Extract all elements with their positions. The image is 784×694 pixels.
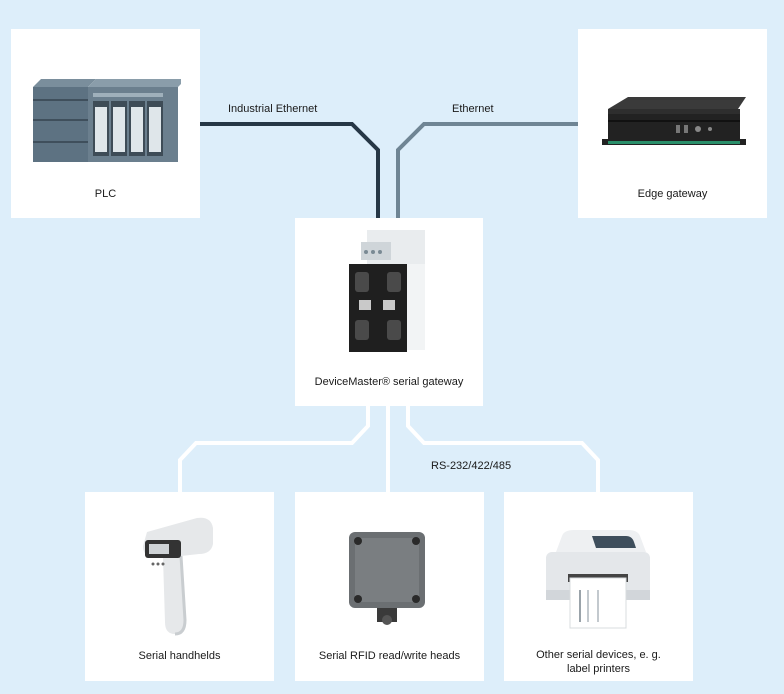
plc-icon (33, 79, 181, 162)
devicemaster-label: DeviceMaster® serial gateway (314, 376, 464, 388)
rfid-head-icon (349, 532, 425, 625)
devicemaster-icon (349, 230, 425, 352)
edge-gateway-icon (602, 97, 746, 145)
other-devices-label-line1: Other serial devices, e. g. (536, 649, 661, 661)
devicemaster-node: DeviceMaster® serial gateway (295, 218, 483, 406)
ethernet-link (396, 122, 578, 218)
plc-node: PLC (11, 29, 200, 218)
handhelds-label: Serial handhelds (138, 650, 221, 662)
label-printer-icon (546, 530, 650, 629)
handhelds-node: Serial handhelds (85, 492, 274, 681)
handheld-scanner-icon (143, 517, 213, 636)
other-devices-label-line2: label printers (567, 663, 630, 675)
serial-link-other (406, 406, 600, 492)
industrial-ethernet-link (200, 122, 380, 218)
rfid-label: Serial RFID read/write heads (318, 650, 461, 662)
ethernet-label: Ethernet (452, 103, 494, 115)
plc-label: PLC (94, 188, 117, 200)
other-devices-node: Other serial devices, e. g. label printe… (504, 492, 693, 681)
rfid-node: Serial RFID read/write heads (295, 492, 484, 681)
industrial-ethernet-label: Industrial Ethernet (228, 103, 318, 115)
serial-link-handhelds (178, 406, 370, 492)
serial-bus-label: RS-232/422/485 (431, 460, 512, 472)
edge-gateway-node: Edge gateway (578, 29, 767, 218)
edge-gateway-label: Edge gateway (637, 188, 708, 200)
